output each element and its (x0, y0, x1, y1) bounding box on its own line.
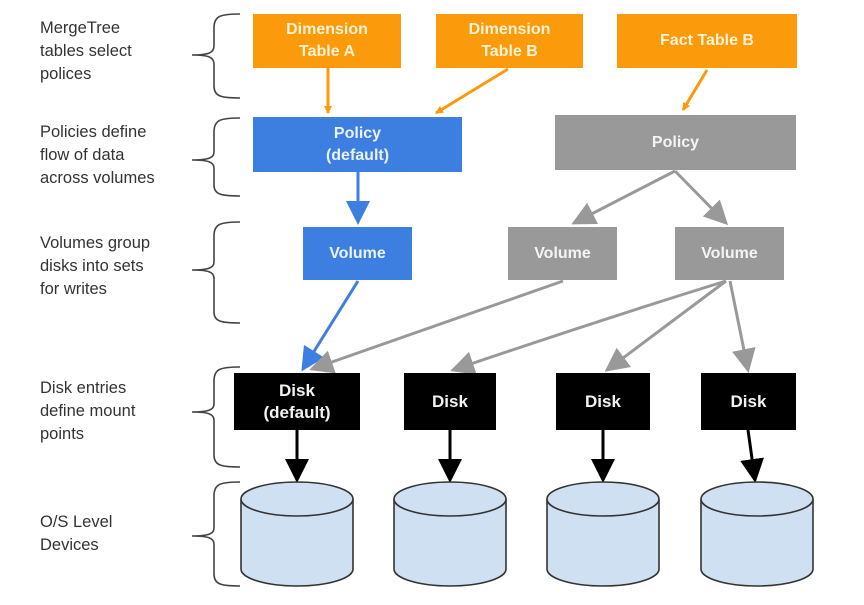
arrow-policy-to-volume-3 (673, 169, 729, 226)
cylinder-top (700, 481, 814, 517)
disk-default[interactable]: Disk (default) (234, 373, 360, 430)
cylinder-body (393, 499, 507, 587)
arrow-fact-b-to-policy (681, 69, 709, 111)
cylinder-top (240, 481, 354, 517)
bracket-tables (191, 13, 241, 99)
cylinder-body (546, 499, 660, 587)
table-fact-b[interactable]: Fact Table B (617, 14, 797, 68)
layer-label-tables: MergeTree tables select polices (40, 19, 132, 83)
layer-label-volumes: Volumes group disks into sets for writes (40, 234, 151, 298)
arrow-policy-to-volume-2 (571, 169, 676, 225)
table-dimension-b[interactable]: Dimension Table B (436, 14, 583, 68)
device-cylinder[interactable] (546, 481, 660, 587)
cylinder-body (240, 499, 354, 587)
disk-3[interactable]: Disk (701, 373, 796, 430)
disk-2[interactable]: Disk (556, 373, 650, 430)
disk-1[interactable]: Disk (404, 373, 496, 430)
arrow-volume-3-to-disk-3 (728, 280, 756, 373)
arrow-volume-2-to-disk-default (309, 279, 564, 374)
layer-label-policies: Policies define flow of data across volu… (40, 123, 155, 187)
arrow-volume-3-to-disk-2 (604, 279, 727, 372)
volume-2[interactable]: Volume (508, 227, 617, 280)
brackets (191, 13, 241, 587)
layer-label-devices: O/S Level Devices (40, 513, 113, 554)
device-cylinder[interactable] (700, 481, 814, 587)
bracket-disks (191, 366, 241, 468)
cylinder-top (393, 481, 507, 517)
cylinder-top (546, 481, 660, 517)
arrow-dim-b-to-policy-default (435, 67, 509, 115)
policy-default[interactable]: Policy (default) (253, 117, 462, 172)
arrow-volume-3-to-disk-1 (450, 279, 727, 375)
table-dimension-a[interactable]: Dimension Table A (253, 14, 401, 68)
volume-3[interactable]: Volume (675, 227, 784, 280)
device-cylinder[interactable] (393, 481, 507, 587)
bracket-volumes (191, 221, 241, 324)
device-cylinder[interactable] (240, 481, 354, 587)
arrow-disk-3-to-device (740, 429, 764, 483)
bracket-devices (191, 481, 241, 587)
volume-default[interactable]: Volume (303, 227, 412, 280)
cylinder-body (700, 499, 814, 587)
bracket-policies (191, 117, 241, 197)
policy[interactable]: Policy (555, 115, 796, 170)
layer-label-disks: Disk entries define mount points (40, 379, 136, 443)
